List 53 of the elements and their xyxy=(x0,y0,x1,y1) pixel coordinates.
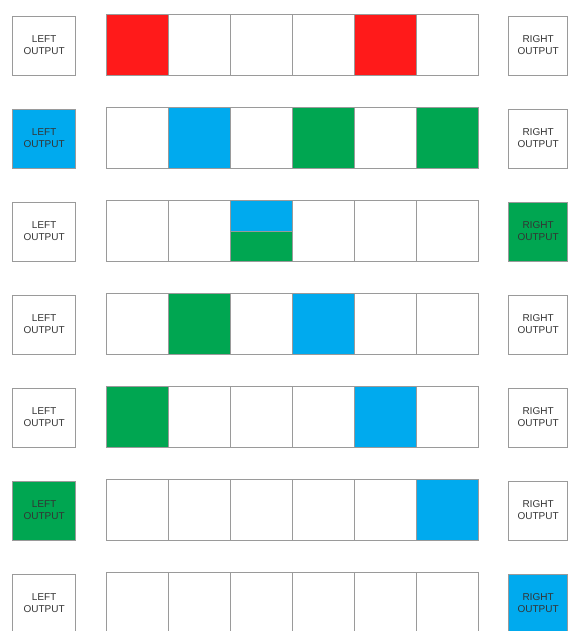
grid-cell xyxy=(168,14,231,76)
grid-cell xyxy=(230,386,293,448)
output-box: RIGHT OUTPUT xyxy=(508,481,568,541)
grid-cell xyxy=(230,14,293,76)
output-box: RIGHT OUTPUT xyxy=(508,16,568,76)
output-box: RIGHT OUTPUT xyxy=(508,388,568,448)
output-box: LEFT OUTPUT xyxy=(12,202,76,262)
output-box: LEFT OUTPUT xyxy=(12,388,76,448)
grid-cell xyxy=(354,479,417,541)
grid-cell xyxy=(354,107,417,169)
grid-cell xyxy=(292,479,355,541)
grid-cell xyxy=(354,14,417,76)
grid-cell xyxy=(168,386,231,448)
output-box: LEFT OUTPUT xyxy=(12,16,76,76)
grid-cell xyxy=(292,293,355,355)
grid-cell xyxy=(416,107,479,169)
grid-cell xyxy=(168,200,231,262)
output-box: LEFT OUTPUT xyxy=(12,295,76,355)
grid-cell xyxy=(106,200,169,262)
grid-cell xyxy=(354,293,417,355)
grid-cell xyxy=(230,107,293,169)
grid-cell xyxy=(292,200,355,262)
output-box: LEFT OUTPUT xyxy=(12,574,76,631)
grid-cell xyxy=(106,386,169,448)
grid-cell xyxy=(106,479,169,541)
grid-cell xyxy=(292,386,355,448)
grid-cell xyxy=(292,14,355,76)
grid-cell xyxy=(230,231,293,262)
output-box: LEFT OUTPUT xyxy=(12,109,76,169)
grid-cell xyxy=(416,572,479,631)
grid-cell xyxy=(106,572,169,631)
grid-cell xyxy=(168,479,231,541)
grid-cell xyxy=(106,14,169,76)
grid-cell xyxy=(106,293,169,355)
grid-cell xyxy=(416,479,479,541)
grid-cell xyxy=(230,293,293,355)
grid-cell xyxy=(416,293,479,355)
grid-cell xyxy=(168,293,231,355)
grid-cell xyxy=(416,14,479,76)
grid-cell xyxy=(416,386,479,448)
grid-cell xyxy=(230,200,293,232)
output-box: RIGHT OUTPUT xyxy=(508,574,568,631)
output-box: RIGHT OUTPUT xyxy=(508,109,568,169)
grid-cell xyxy=(416,200,479,262)
grid-cell xyxy=(230,479,293,541)
output-box: RIGHT OUTPUT xyxy=(508,202,568,262)
grid-cell xyxy=(354,200,417,262)
output-box: LEFT OUTPUT xyxy=(12,481,76,541)
grid-cell xyxy=(168,107,231,169)
output-box: RIGHT OUTPUT xyxy=(508,295,568,355)
grid-cell xyxy=(106,107,169,169)
grid-cell xyxy=(354,386,417,448)
grid-cell xyxy=(292,107,355,169)
